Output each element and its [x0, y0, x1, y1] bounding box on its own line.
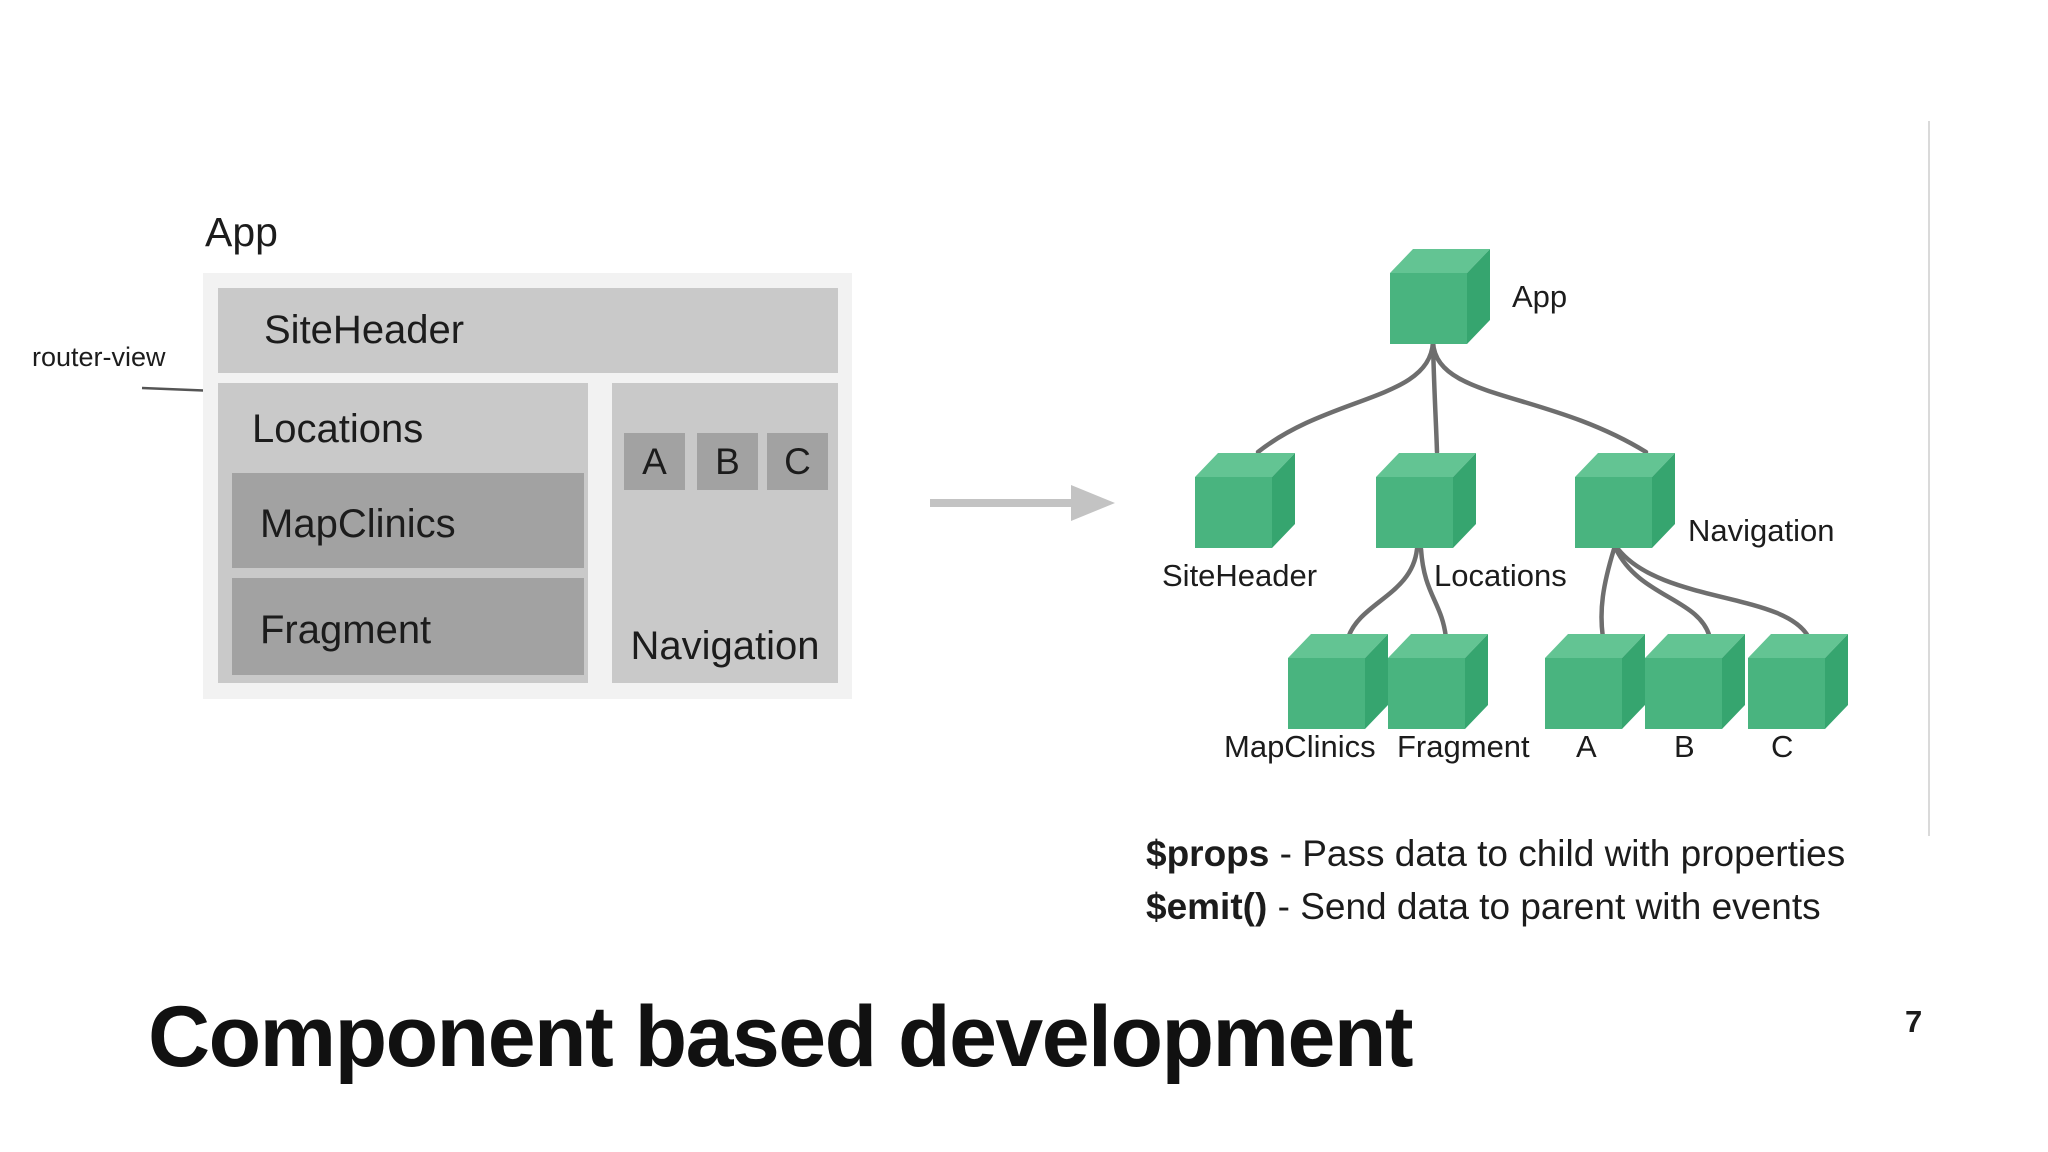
wireframe-navigation-panel: A B C Navigation [612, 383, 838, 683]
cube-front-face [1195, 477, 1272, 548]
props-description: - Pass data to child with properties [1279, 833, 1846, 874]
tree-node-a-cube [1545, 634, 1645, 729]
wireframe-box-b-label: B [715, 440, 740, 482]
tree-node-app-label: App [1512, 279, 1568, 314]
tree-node-navigation-label: Navigation [1688, 513, 1835, 548]
wireframe-locations-label: Locations [252, 407, 424, 451]
cube-front-face [1545, 658, 1622, 729]
cube-front-face [1288, 658, 1365, 729]
tree-node-locations-cube [1376, 453, 1476, 548]
cube-right-face [1825, 634, 1848, 729]
tree-connectors [1255, 339, 1812, 641]
tree-node-locations-label: Locations [1434, 558, 1567, 593]
cube-front-face [1390, 273, 1467, 344]
wireframe-navigation-label: Navigation [630, 624, 820, 668]
tree-node-app-cube [1390, 249, 1490, 344]
emit-description: - Send data to parent with events [1277, 886, 1821, 927]
transform-arrow-icon [930, 485, 1115, 521]
wireframe-box-c-label: C [784, 440, 811, 482]
wireframe-box-a: A [624, 433, 685, 490]
wireframe-fragment-box: Fragment [232, 578, 584, 675]
cube-right-face [1722, 634, 1745, 729]
tree-node-c-cube [1748, 634, 1848, 729]
wireframe-fragment-label: Fragment [260, 608, 432, 652]
tree-node-fragment-cube [1388, 634, 1488, 729]
cube-right-face [1467, 249, 1490, 344]
cube-front-face [1388, 658, 1465, 729]
tree-node-b-cube [1645, 634, 1745, 729]
props-term: $props [1146, 833, 1270, 874]
cube-right-face [1465, 634, 1488, 729]
cube-front-face [1376, 477, 1453, 548]
wireframe-siteheader-bar: SiteHeader [218, 288, 838, 373]
wireframe-locations-panel: Locations MapClinics Fragment [218, 383, 588, 683]
props-note: $props - Pass data to child with propert… [1146, 827, 1845, 880]
wireframe-siteheader-label: SiteHeader [264, 308, 465, 352]
tree-node-navigation-cube [1575, 453, 1675, 548]
wireframe-app-container: SiteHeader Locations MapClinics Fragment… [203, 273, 852, 699]
tree-node-fragment-label: Fragment [1397, 729, 1530, 764]
tree-node-b-label: B [1674, 729, 1695, 764]
annotation-notes: $props - Pass data to child with propert… [1146, 827, 1845, 933]
router-view-label: router-view [32, 342, 166, 372]
cube-right-face [1272, 453, 1295, 548]
cube-front-face [1748, 658, 1825, 729]
cube-front-face [1645, 658, 1722, 729]
vertical-separator [1928, 121, 1930, 836]
wireframe-app-label: App [205, 209, 278, 255]
tree-node-siteheader-cube [1195, 453, 1295, 548]
cube-front-face [1575, 477, 1652, 548]
tree-node-a-label: A [1576, 729, 1597, 764]
tree-node-mapclinics-cube [1288, 634, 1388, 729]
wireframe-mapclinics-label: MapClinics [260, 502, 456, 546]
page-number: 7 [1905, 1004, 1923, 1039]
cube-right-face [1622, 634, 1645, 729]
emit-term: $emit() [1146, 886, 1268, 927]
cube-right-face [1365, 634, 1388, 729]
tree-node-siteheader-label: SiteHeader [1162, 558, 1318, 593]
tree-node-c-label: C [1771, 729, 1794, 764]
cube-right-face [1652, 453, 1675, 548]
wireframe-box-a-label: A [642, 440, 667, 482]
wireframe-mapclinics-box: MapClinics [232, 473, 584, 568]
tree-node-mapclinics-label: MapClinics [1224, 729, 1376, 764]
cube-right-face [1453, 453, 1476, 548]
emit-note: $emit() - Send data to parent with event… [1146, 880, 1845, 933]
slide-title: Component based development [148, 989, 1414, 1085]
wireframe-box-c: C [767, 433, 828, 490]
wireframe-box-b: B [697, 433, 758, 490]
